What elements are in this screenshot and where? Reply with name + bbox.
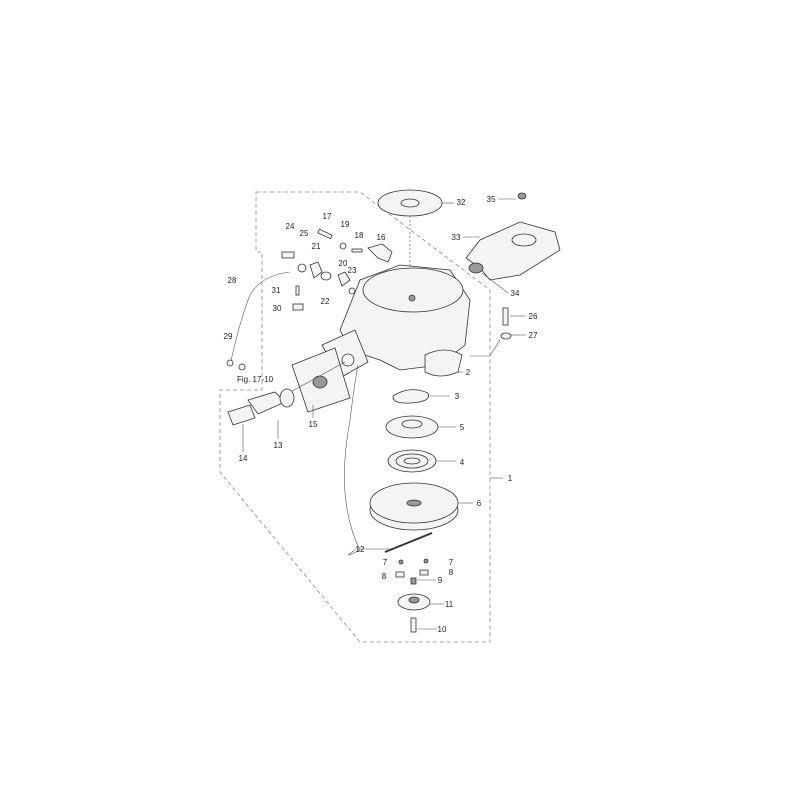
callout-17: 17 bbox=[323, 212, 332, 221]
callout-28: 28 bbox=[228, 276, 237, 285]
callout-26: 26 bbox=[529, 312, 538, 321]
part-3-plate bbox=[392, 389, 450, 404]
callout-27: 27 bbox=[529, 331, 538, 340]
callout-18: 18 bbox=[355, 231, 364, 240]
callout-22: 22 bbox=[321, 297, 330, 306]
callout-30: 30 bbox=[273, 304, 282, 313]
part-6-reel bbox=[344, 364, 473, 556]
small-parts-group bbox=[226, 228, 393, 371]
callout-19: 19 bbox=[341, 220, 350, 229]
callout-fig-17-10: Fig. 17-10 bbox=[237, 375, 274, 384]
callout-6: 6 bbox=[477, 499, 482, 508]
assembly-boundary bbox=[219, 191, 491, 643]
part-2-housing bbox=[321, 264, 501, 379]
callout-2: 2 bbox=[466, 368, 471, 377]
callout-31: 31 bbox=[272, 286, 281, 295]
callout-16: 16 bbox=[377, 233, 386, 242]
callout-35: 35 bbox=[487, 195, 496, 204]
callout-32: 32 bbox=[457, 198, 466, 207]
callout-7: 7 bbox=[449, 558, 454, 567]
callout-5: 5 bbox=[460, 423, 465, 432]
callout-8: 8 bbox=[449, 568, 454, 577]
callout-7: 7 bbox=[383, 558, 388, 567]
callout-1: 1 bbox=[508, 474, 513, 483]
callout-4: 4 bbox=[460, 458, 465, 467]
callout-14: 14 bbox=[239, 454, 248, 463]
callout-24: 24 bbox=[286, 222, 295, 231]
callout-29: 29 bbox=[224, 332, 233, 341]
part-32-plate bbox=[377, 189, 454, 298]
part-5-ring bbox=[385, 415, 456, 439]
callout-13: 13 bbox=[274, 441, 283, 450]
callout-25: 25 bbox=[300, 229, 309, 238]
callout-10: 10 bbox=[438, 625, 447, 634]
part-13-14-15-handle bbox=[227, 347, 351, 452]
callout-20: 20 bbox=[339, 259, 348, 268]
part-4-spring bbox=[387, 449, 456, 473]
callout-3: 3 bbox=[455, 392, 460, 401]
callout-11: 11 bbox=[445, 600, 454, 609]
callout-8: 8 bbox=[382, 572, 387, 581]
callout-34: 34 bbox=[511, 289, 520, 298]
callout-15: 15 bbox=[309, 420, 318, 429]
part-33-cover bbox=[463, 192, 561, 294]
callout-23: 23 bbox=[348, 266, 357, 275]
callout-9: 9 bbox=[438, 576, 443, 585]
callout-12: 12 bbox=[356, 545, 365, 554]
callout-21: 21 bbox=[312, 242, 321, 251]
part-26-27-bolt-washer bbox=[500, 307, 526, 340]
callout-33: 33 bbox=[452, 233, 461, 242]
pawl-parts bbox=[395, 558, 444, 633]
